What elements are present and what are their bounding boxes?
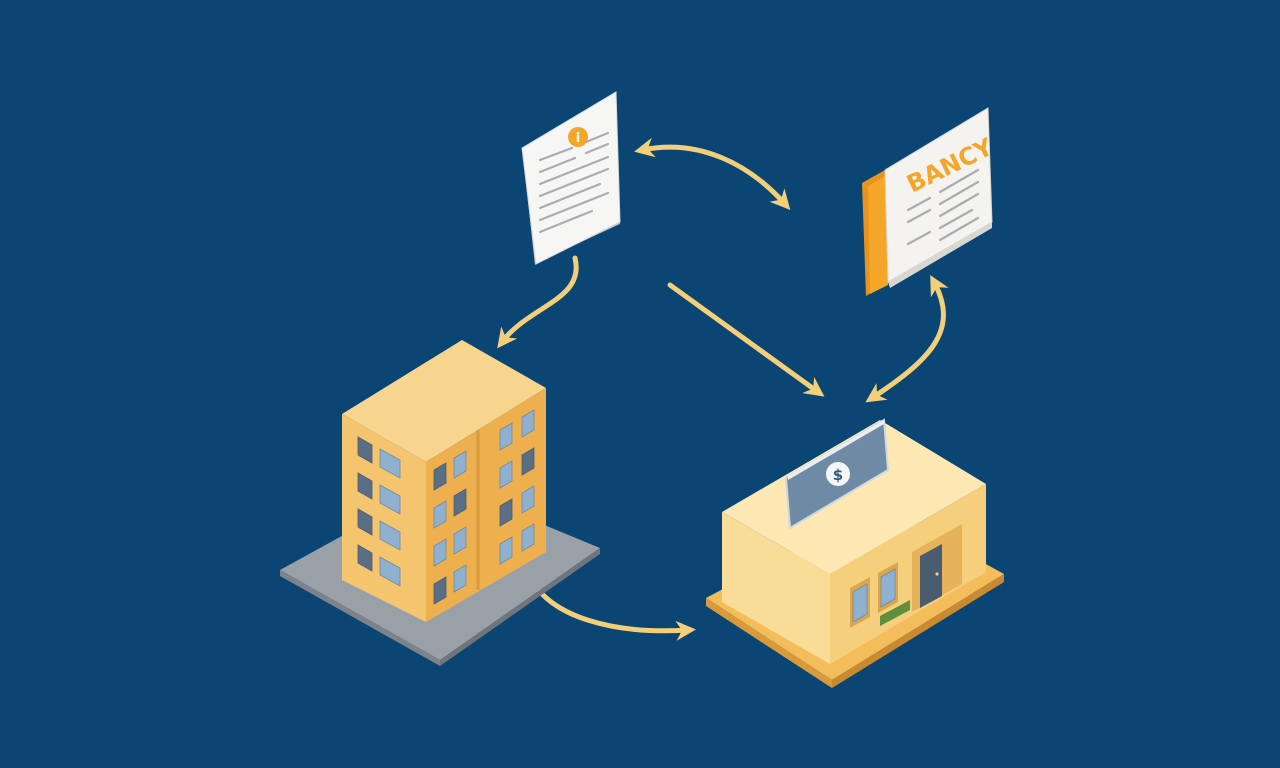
building-windows bbox=[357, 409, 535, 605]
arrow-document-bank bbox=[667, 282, 825, 397]
bank-sign: $ bbox=[784, 418, 890, 530]
ledger-text-lines bbox=[906, 168, 980, 246]
bank-branch: $ bbox=[706, 418, 1004, 688]
bank-sign-glyph: $ bbox=[833, 466, 843, 484]
document-text-lines bbox=[538, 131, 610, 234]
arrow-document-building bbox=[497, 255, 579, 349]
bank-left-wall bbox=[722, 512, 830, 664]
ledger-book: BANCY bbox=[862, 107, 998, 296]
building-left-wall bbox=[342, 414, 426, 622]
arrow-document-ledger bbox=[634, 137, 791, 210]
arrow-building-bank bbox=[528, 572, 696, 641]
building-roof bbox=[342, 340, 546, 462]
bank-right-wall bbox=[830, 484, 986, 664]
arrow-ledger-bank bbox=[865, 274, 949, 403]
bank-planter bbox=[880, 600, 910, 626]
bank-roof bbox=[722, 420, 986, 574]
apartment-building bbox=[280, 340, 600, 666]
bank-windows bbox=[850, 562, 910, 628]
dollar-coin-icon: $ bbox=[826, 462, 850, 486]
info-document: i bbox=[521, 91, 621, 265]
bank-entrance bbox=[912, 524, 962, 612]
info-badge-glyph: i bbox=[576, 131, 580, 146]
building-right-wall bbox=[426, 388, 546, 622]
info-coin-icon: i bbox=[568, 127, 588, 147]
